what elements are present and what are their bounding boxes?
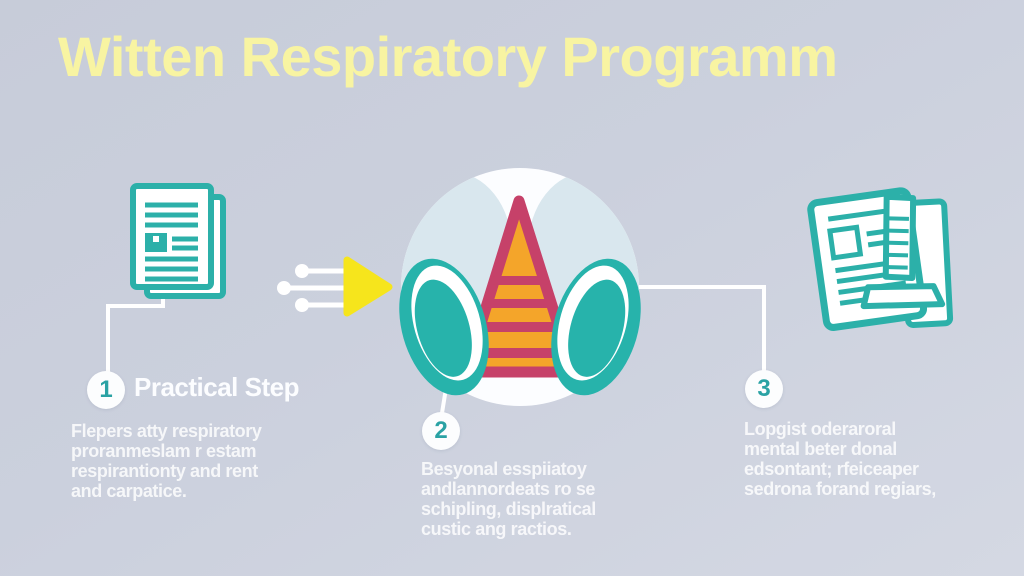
step-2-description: Besyonal esspiiatoy andlannordeats ro se… xyxy=(421,459,596,539)
step-3-description: Lopgist oderaroral mental beter donal ed… xyxy=(744,419,936,499)
step-2-number: 2 xyxy=(434,417,448,444)
step-1-line-2: proranmeslam r estam xyxy=(71,441,257,461)
flow-arrow-icon xyxy=(277,256,393,317)
step-3-number: 3 xyxy=(757,375,771,402)
left-filter-cartridge xyxy=(399,258,489,396)
step-3-line-3: edsontant; rfeiceaper xyxy=(744,459,919,479)
step-1-line-4: and carpatice. xyxy=(71,481,187,501)
step-1-heading: Practical Step xyxy=(134,372,299,402)
step-2-line-3: schipling, displratical xyxy=(421,499,596,519)
page-title: Witten Respiratory Programm xyxy=(58,25,838,88)
step-1-badge: 1 xyxy=(87,371,125,409)
step-2-line-1: Besyonal esspiiatoy xyxy=(421,459,587,479)
right-filter-cartridge xyxy=(551,258,641,396)
step-2-line-4: custic ang ractios. xyxy=(421,519,572,539)
connector-step-1 xyxy=(106,287,165,372)
step-2-badge: 2 xyxy=(422,412,460,450)
step-3-line-1: Lopgist oderaroral xyxy=(744,419,896,439)
stamp-icon xyxy=(860,193,946,310)
step-3-line-4: sedrona forand regiars, xyxy=(744,479,936,499)
certificate-document-icon xyxy=(807,187,954,331)
connector-step-3 xyxy=(639,285,766,371)
step-1-number: 1 xyxy=(99,376,113,403)
step-1-description: Flepers atty respiratory proranmeslam r … xyxy=(71,421,262,501)
step-1-line-3: respirantionty and rent xyxy=(71,461,258,481)
step-3-line-2: mental beter donal xyxy=(744,439,897,459)
step-3-badge: 3 xyxy=(745,370,783,408)
document-pages-icon xyxy=(130,183,226,299)
step-1-line-1: Flepers atty respiratory xyxy=(71,421,262,441)
respirator-mask-icon xyxy=(399,168,641,406)
step-2-line-2: andlannordeats ro se xyxy=(421,479,596,499)
